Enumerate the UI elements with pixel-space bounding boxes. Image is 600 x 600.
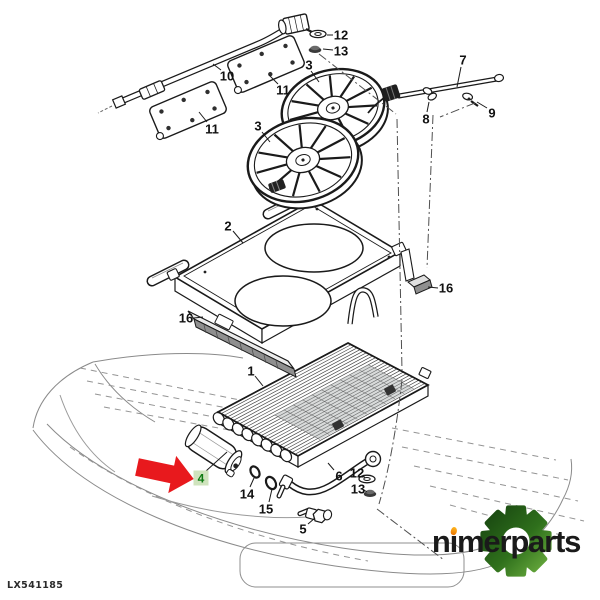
pipe-7	[367, 73, 505, 114]
part-callout-8: 8	[422, 112, 429, 127]
callout-leader	[427, 286, 439, 289]
condenser-mesh-shading	[274, 364, 414, 440]
callout-leader	[327, 462, 335, 471]
part-callout-11: 11	[205, 122, 219, 137]
part-callout-13: 13	[351, 482, 365, 497]
receiver-drier	[184, 424, 243, 478]
callout-leader	[212, 63, 222, 71]
mount-plate-11-b	[227, 35, 305, 95]
part-callout-2: 2	[224, 219, 231, 234]
part-callout-4: 4	[198, 472, 205, 486]
part-callout-16: 16	[439, 281, 453, 296]
callout-leader	[232, 230, 244, 244]
callout-leader	[310, 70, 320, 83]
seal-strip-16-left	[187, 310, 297, 378]
condenser-brackets	[332, 367, 432, 431]
brand-i-letter: ı	[449, 524, 459, 559]
callout-leader	[268, 74, 279, 85]
callout-leader	[426, 101, 430, 113]
callout-leader	[362, 474, 366, 479]
part-callout-6: 6	[335, 469, 342, 484]
mount-plate-11-a	[149, 81, 227, 141]
clip-9	[462, 92, 479, 107]
part-callout-5: 5	[299, 522, 306, 537]
fan-shroud	[146, 190, 415, 345]
condenser-coil-loops	[212, 411, 293, 463]
nut-13-bottom	[363, 489, 377, 497]
callout-leader	[205, 451, 228, 472]
highlighted-part-box	[193, 470, 209, 486]
callout-leader	[456, 66, 462, 88]
hose-6	[276, 450, 382, 499]
washer-12-top	[309, 29, 327, 39]
callout-leader	[254, 375, 264, 387]
gear-icon	[480, 505, 552, 577]
part-callout-13: 13	[334, 44, 348, 59]
part-callout-11: 11	[276, 83, 290, 98]
part-callout-12: 12	[334, 28, 348, 43]
callout-leader	[307, 517, 316, 525]
part-callout-15: 15	[259, 502, 273, 517]
hose-10	[97, 13, 315, 114]
part-callout-3: 3	[254, 119, 261, 134]
washer-12-bottom	[358, 474, 376, 484]
part-callout-14: 14	[240, 487, 255, 502]
callout-leader	[193, 316, 204, 319]
fan-connector	[268, 179, 286, 193]
nut-13-top	[308, 45, 322, 53]
cooling-fans	[246, 67, 389, 210]
part-callout-9: 9	[488, 106, 495, 121]
part-callout-12: 12	[350, 466, 364, 481]
callout-leader	[363, 489, 368, 493]
part-callout-7: 7	[459, 53, 466, 68]
part-callout-16: 16	[179, 311, 193, 326]
alignment-dash-lines	[318, 53, 476, 561]
highlight-arrow	[135, 455, 194, 494]
seal-pad-16-right	[407, 274, 433, 295]
clip-8	[422, 87, 438, 101]
callout-leader	[261, 131, 271, 143]
callout-leader	[198, 111, 208, 123]
callout-leader	[249, 477, 255, 488]
o-rings-14-15	[249, 465, 278, 491]
flame-dot-icon	[449, 526, 458, 536]
fitting-5	[297, 507, 333, 524]
condenser	[212, 342, 432, 469]
callout-leader	[268, 488, 273, 503]
callout-leader	[322, 48, 334, 51]
part-callout-1: 1	[247, 364, 254, 379]
callout-leader	[476, 101, 488, 109]
part-callout-3: 3	[305, 58, 312, 73]
image-code: LX541185	[7, 580, 64, 591]
part-callout-10: 10	[220, 69, 234, 84]
